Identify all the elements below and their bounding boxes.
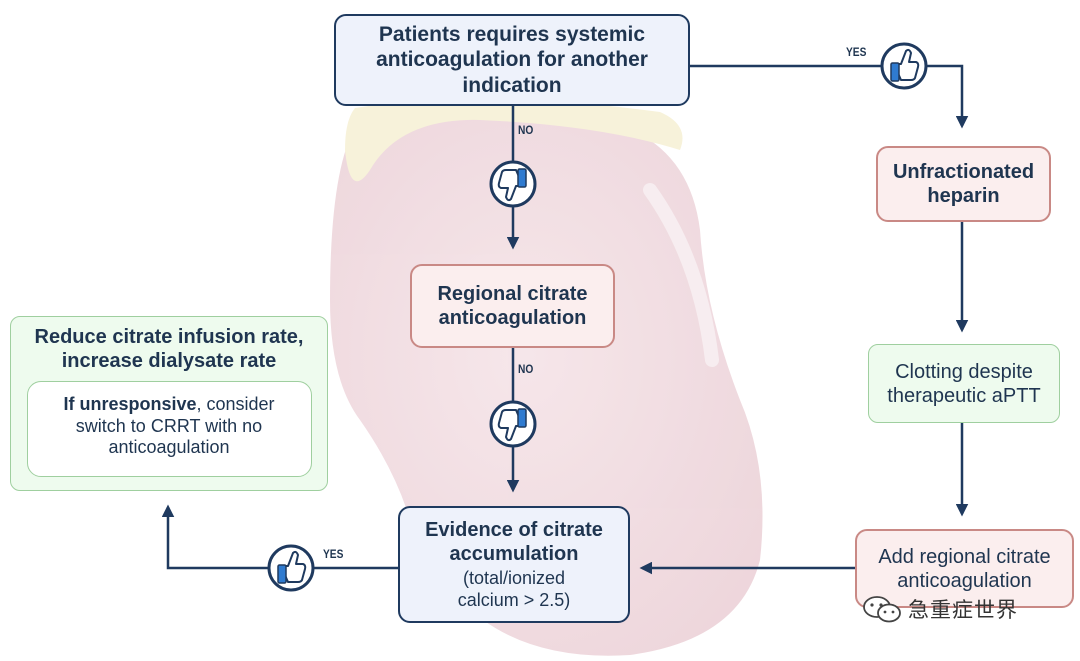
node-text: Regional citrate anticoagulation [437, 283, 588, 329]
node-regional-citrate: Regional citrate anticoagulation [410, 264, 615, 348]
thumbs-up-icon [267, 544, 315, 592]
watermark: 急重症世界 [862, 594, 1018, 624]
arrow-evidence-to-reduce [161, 504, 398, 570]
node-text: Patients requires systemic anticoagulati… [376, 23, 648, 97]
arrow-patients-to-heparin [690, 64, 969, 129]
yes-label: YES [846, 45, 867, 59]
node-evidence-citrate-accumulation: Evidence of citrate accumulation (total/… [398, 506, 630, 623]
evidence-detail: (total/ionized calcium > 2.5) [457, 567, 571, 610]
unresponsive-note: If unresponsive, consider switch to CRRT… [26, 381, 312, 477]
node-text: Clotting despite therapeutic aPTT [887, 360, 1041, 407]
yes-label: YES [323, 547, 344, 561]
thumbs-up-icon [880, 42, 928, 90]
watermark-text: 急重症世界 [908, 599, 1018, 622]
node-clotting-despite-aptt: Clotting despite therapeutic aPTT [868, 344, 1060, 423]
no-label: NO [518, 362, 534, 376]
node-text: Add regional citrate anticoagulation [878, 545, 1051, 592]
node-unfractionated-heparin: Unfractionated heparin [876, 146, 1051, 222]
reduce-title: Reduce citrate infusion rate, increase d… [34, 326, 304, 372]
thumbs-down-icon [489, 400, 537, 448]
node-add-regional-citrate: Add regional citrate anticoagulation [855, 529, 1074, 608]
evidence-title: Evidence of citrate accumulation [425, 518, 603, 565]
thumbs-down-icon [489, 160, 537, 208]
unresponsive-rest: , consider switch to CRRT with no antico… [75, 394, 275, 458]
wechat-icon [863, 596, 901, 623]
node-reduce-citrate-infusion: Reduce citrate infusion rate, increase d… [10, 316, 328, 491]
no-label: NO [518, 123, 534, 137]
node-text: Unfractionated heparin [892, 161, 1035, 207]
node-patients-requires-anticoagulation: Patients requires systemic anticoagulati… [334, 14, 690, 106]
unresponsive-bold: If unresponsive [63, 394, 197, 414]
